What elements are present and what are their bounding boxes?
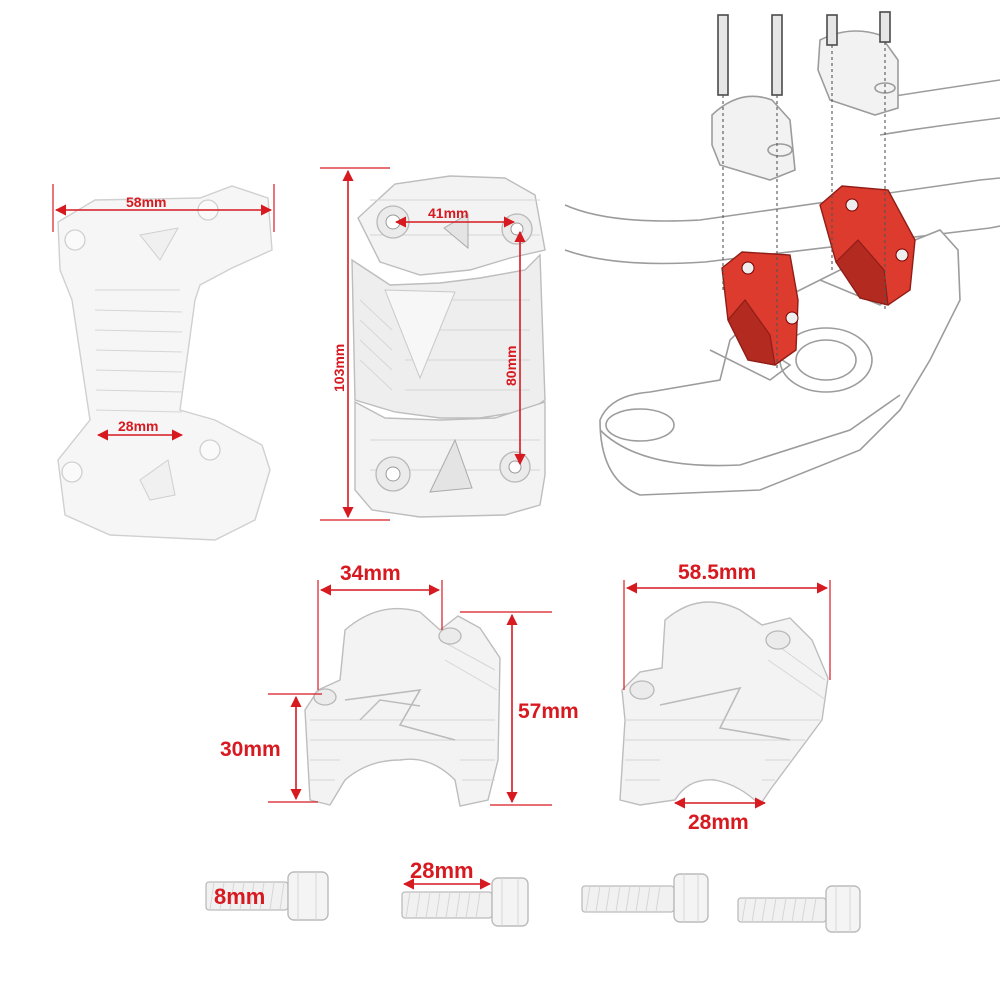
label-34mm: 34mm	[340, 562, 401, 585]
label-103mm: 103mm	[331, 344, 347, 392]
riser-block-left	[304, 607, 501, 807]
dim-riser-width: 58.5mm	[623, 561, 831, 690]
dim-plate-height: 103mm	[320, 167, 390, 521]
label-28mm-base: 28mm	[688, 811, 749, 834]
label-41mm: 41mm	[428, 205, 468, 221]
bolt-3	[581, 873, 709, 923]
dim-riser-base-gap: 28mm	[673, 797, 767, 834]
dim-bolt-length: 28mm	[402, 858, 492, 890]
label-8mm: 8mm	[214, 884, 265, 909]
bolt-1	[205, 871, 329, 921]
label-28mm-bolt: 28mm	[410, 858, 474, 883]
dim-top-plate-width: 58mm	[52, 184, 275, 232]
dim-riser-base-height: 30mm	[220, 693, 322, 803]
bolt-4	[737, 885, 861, 933]
label-58-5mm: 58.5mm	[678, 561, 756, 584]
dim-hole-spacing-h: 41mm	[394, 205, 516, 228]
top-plate-faded	[57, 185, 273, 541]
label-80mm: 80mm	[503, 346, 519, 386]
dim-riser-height: 57mm	[460, 611, 579, 806]
label-57mm: 57mm	[518, 700, 579, 723]
label-30mm: 30mm	[220, 738, 281, 761]
dim-hole-spacing-v: 80mm	[503, 230, 526, 466]
installation-view	[564, 11, 1000, 496]
label-28mm-neck: 28mm	[118, 418, 158, 434]
dim-top-plate-neck: 28mm	[96, 418, 184, 441]
dim-riser-clamp-width: 34mm	[317, 562, 443, 690]
bolt-2	[401, 877, 529, 927]
label-58mm: 58mm	[126, 194, 166, 210]
riser-block-right	[619, 601, 829, 807]
